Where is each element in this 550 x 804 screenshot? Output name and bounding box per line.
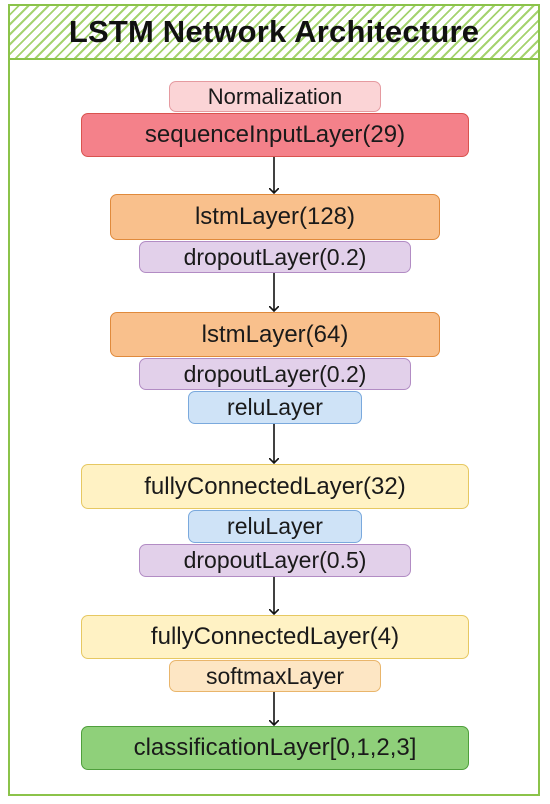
dropout-layer-1-block: dropoutLayer(0.2) xyxy=(139,241,411,273)
classification-layer-block: classificationLayer[0,1,2,3] xyxy=(81,726,469,770)
normalization-block: Normalization xyxy=(169,81,381,112)
fully-connected-layer-4-block: fullyConnectedLayer(4) xyxy=(81,615,469,659)
dropout-layer-3-block: dropoutLayer(0.5) xyxy=(139,544,411,577)
diagram-title: LSTM Network Architecture xyxy=(68,14,480,49)
sequence-input-layer-block: sequenceInputLayer(29) xyxy=(81,113,469,157)
lstm-layer-64-block: lstmLayer(64) xyxy=(110,312,440,357)
lstm-layer-128-block: lstmLayer(128) xyxy=(110,194,440,240)
softmax-layer-block: softmaxLayer xyxy=(169,660,381,692)
dropout-layer-2-block: dropoutLayer(0.2) xyxy=(139,358,411,390)
relu-layer-2-block: reluLayer xyxy=(188,510,362,543)
fully-connected-layer-32-block: fullyConnectedLayer(32) xyxy=(81,464,469,509)
relu-layer-1-block: reluLayer xyxy=(188,391,362,424)
title-banner: LSTM Network Architecture xyxy=(10,6,538,60)
